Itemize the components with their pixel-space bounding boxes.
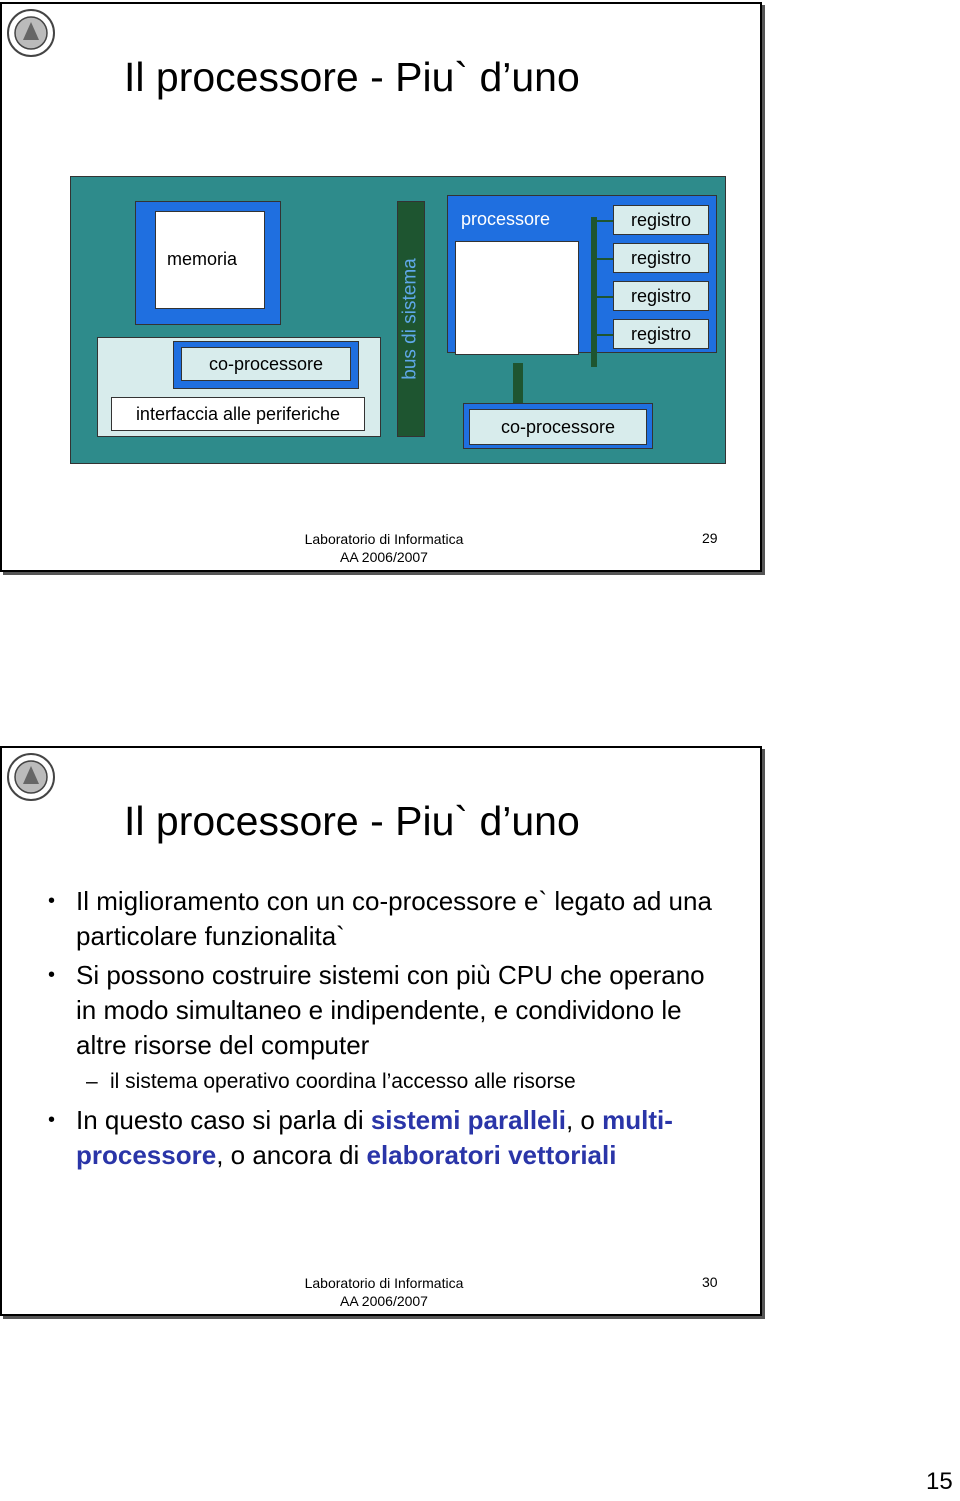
register: registro — [613, 205, 709, 235]
highlight-term: multi-processore — [76, 1105, 673, 1170]
slide-number: 29 — [702, 530, 718, 546]
bullet-item: Si possono costruire sistemi con più CPU… — [42, 958, 722, 1063]
slide-footer: Laboratorio di Informatica AA 2006/2007 — [304, 1275, 464, 1309]
slide-title: Il processore - Piu` d’uno — [124, 798, 580, 844]
register: registro — [613, 319, 709, 349]
processor-label: processore — [461, 209, 551, 229]
register: registro — [613, 243, 709, 273]
computer-architecture-diagram: memoria co-processore interfaccia alle p… — [70, 176, 726, 464]
peripherals-interface: interfaccia alle periferiche — [111, 397, 365, 431]
coprocessor-left: co-processore — [181, 347, 351, 381]
system-bus — [397, 201, 425, 437]
sub-bullet-item: il sistema operativo coordina l’accesso … — [42, 1067, 722, 1097]
register: registro — [613, 281, 709, 311]
memory-label: memoria — [167, 249, 238, 269]
document-page-number: 15 — [926, 1468, 953, 1495]
bus-label: bus di sistema — [400, 258, 422, 380]
slide-30: Il processore - Piu` d’uno Il migliorame… — [0, 746, 762, 1316]
university-seal-icon — [7, 753, 55, 801]
coprocessor-right: co-processore — [469, 409, 647, 445]
slide-footer: Laboratorio di Informatica AA 2006/2007 — [304, 531, 464, 565]
bullet-list: Il miglioramento con un co-processore e`… — [42, 884, 722, 1177]
bullet-item: In questo caso si parla di sistemi paral… — [42, 1103, 722, 1173]
slide-title: Il processore - Piu` d’uno — [124, 54, 580, 100]
university-seal-icon — [7, 9, 55, 57]
highlight-term: elaboratori vettoriali — [366, 1140, 617, 1170]
bullet-item: Il miglioramento con un co-processore e`… — [42, 884, 722, 954]
slide-29: Il processore - Piu` d’uno memoria co-pr… — [0, 2, 762, 572]
highlight-term: sistemi paralleli — [370, 1105, 566, 1135]
slide-number: 30 — [702, 1274, 718, 1290]
